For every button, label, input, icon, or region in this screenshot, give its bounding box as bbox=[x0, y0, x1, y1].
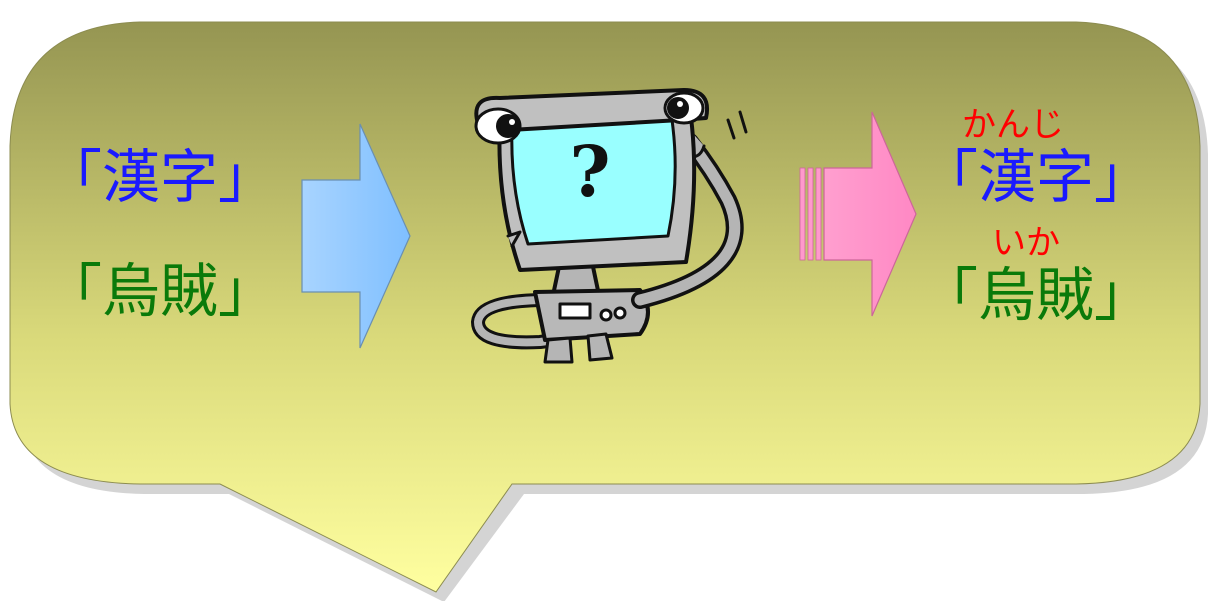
confused-computer-icon bbox=[471, 88, 748, 364]
reading-ika: いか bbox=[992, 223, 1060, 263]
input-word-kanji: 「漢字」 bbox=[44, 143, 277, 211]
right-arrow-icon bbox=[799, 111, 917, 317]
reading-kanji: かんじ bbox=[962, 105, 1064, 145]
input-word-ika: 「烏賊」 bbox=[44, 257, 277, 325]
right-arrow-icon bbox=[301, 123, 411, 349]
screen-question-mark: ? bbox=[569, 130, 610, 213]
output-word-ika: 「烏賊」 bbox=[920, 261, 1153, 329]
output-word-kanji: 「漢字」 bbox=[920, 143, 1153, 211]
